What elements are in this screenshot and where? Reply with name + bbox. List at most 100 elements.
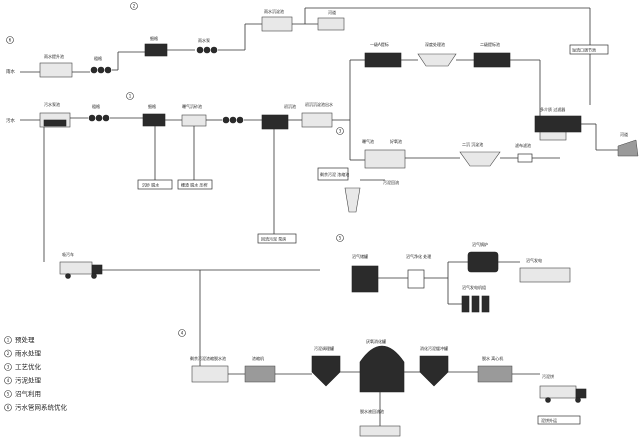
marker-5 <box>336 234 344 242</box>
legend-text: 污水管网系统优化 <box>15 403 68 412</box>
sewage-coarse-screen <box>88 114 110 122</box>
grit-label: 曝气沉砂池 <box>182 103 202 109</box>
dewater-label: 脱水 离心机 <box>482 355 503 361</box>
dewater-centrifuge <box>477 365 513 383</box>
sludge-digestion: 4 剩余污泥浓缩脱水池 浓缩机 污泥调理罐 厌氧消化罐 消化污泥缓冲罐 脱水 离… <box>178 270 587 437</box>
power-label: 沼气发电 <box>526 257 542 263</box>
legend-text: 沼气利用 <box>15 389 41 398</box>
outfall-label: 河道 <box>620 131 628 137</box>
filter-label: 滤布滤池 <box>515 142 531 148</box>
anaerobic-label: 一级A提标 <box>370 41 389 47</box>
river-top <box>317 17 345 31</box>
svg-text:3: 3 <box>339 129 342 134</box>
sand-output-label: 沉砂 脱水 <box>142 182 159 188</box>
membrane-label: 多介质 过滤器 <box>540 106 565 112</box>
bottom-tank-label: 脱水液回流池 <box>360 408 384 414</box>
legend-number: 5 <box>7 392 10 397</box>
rain-intake-label: 雨水提升池 <box>44 53 64 59</box>
legend-number: 4 <box>7 378 10 383</box>
anaerobic-tank <box>364 52 402 68</box>
overflow-box <box>569 44 609 55</box>
marker-1 <box>126 92 134 100</box>
sewage-fine-label: 细格 <box>148 103 156 109</box>
sewage-coarse-label: 粗格 <box>92 103 100 109</box>
primary-outflow-label: 初沉沉淀池出水 <box>305 101 333 107</box>
sludge-pump-room <box>257 233 297 244</box>
secondary-label: 二级提标池 <box>480 41 500 47</box>
rain-coarse-screen <box>90 66 112 74</box>
primary-label: 初沉池 <box>284 103 296 109</box>
rain-inlet-label: 雨水 <box>6 68 15 75</box>
legend-marker <box>4 363 12 371</box>
aerobic-label: 好氧池 <box>390 138 402 144</box>
mech-dewater <box>244 365 276 383</box>
return-label: 污泥回流 <box>383 179 399 185</box>
digester-pre <box>311 355 341 387</box>
primary-settler <box>261 114 289 130</box>
grit-chamber <box>181 114 207 127</box>
rain-coarse-label: 粗格 <box>94 55 102 61</box>
legend-marker <box>4 403 12 412</box>
biogas-section: 5 沼气储罐 沼气净化 处理 沼气锅炉 沼气发电 沼气发电机组 <box>336 234 571 313</box>
marker-3 <box>336 127 344 135</box>
biogas-power <box>519 267 571 283</box>
anoxic-tank <box>417 53 457 67</box>
digester-pre-label: 污泥调理罐 <box>314 345 334 351</box>
rain-settle-label: 雨水沉淀池 <box>264 8 284 14</box>
sewage-pump <box>222 116 244 124</box>
sewage-inlet-label: 污水 <box>6 117 15 124</box>
digester-label: 厌氧消化罐 <box>366 338 386 344</box>
rain-settle-tank <box>261 16 293 32</box>
rain-pump-label: 雨水泵 <box>198 37 210 43</box>
sludge-conc-tank <box>191 365 229 383</box>
cake-disposal-label: 泥饼外运 <box>541 417 557 423</box>
rain-pump <box>196 46 218 54</box>
cake-disposal <box>537 415 581 425</box>
biogas-purify-label: 沼气净化 处理 <box>406 253 431 259</box>
primary-outflow <box>301 112 333 128</box>
legend-marker <box>4 336 12 344</box>
legend-marker <box>4 390 12 398</box>
marker-4 <box>178 329 186 337</box>
svg-text:1: 1 <box>129 94 132 99</box>
sludge-conc-label: 剩余污泥浓缩脱水池 <box>190 355 226 361</box>
sludge-output <box>177 179 213 190</box>
sewage-line: 污水 污水泵池 粗格 1 细格 曝气沉砂池 初沉池 初沉沉淀池出水 3 <box>6 41 639 190</box>
aeration-tank <box>364 149 406 169</box>
boiler-label: 沼气锅炉 <box>472 241 488 247</box>
biogas-storage-label: 沼气储罐 <box>352 253 368 259</box>
marker-label: 6 <box>9 38 12 43</box>
anoxic-label: 深度处理池 <box>425 41 445 47</box>
legend-text: 预处理 <box>15 335 35 344</box>
legend-number: 2 <box>7 351 10 356</box>
svg-text:5: 5 <box>339 236 342 241</box>
thickener-cone <box>344 187 361 213</box>
svg-text:2: 2 <box>133 4 136 9</box>
sludge-middle: 回流污泥 泵房 剩余污泥 浓缩池 污泥回流 吸污车 <box>43 127 399 279</box>
engine-label: 沼气发电机组 <box>462 284 486 290</box>
legend-marker <box>4 349 12 358</box>
bottom-tank <box>359 425 401 437</box>
sand-output <box>137 179 173 190</box>
membrane-module <box>534 115 582 133</box>
legend-number: 6 <box>7 405 10 410</box>
legend-text: 污泥处理 <box>15 376 42 385</box>
biogas-storage <box>351 265 379 293</box>
aeration-label: 曝气池 <box>362 138 374 144</box>
sludge-thickener <box>317 167 349 181</box>
rain-fine-label: 细格 <box>150 35 158 41</box>
mech-label: 浓缩机 <box>252 355 264 361</box>
sewage-fine-screen <box>142 113 166 127</box>
svg-text:4: 4 <box>181 331 184 336</box>
sludge-pump-label: 回流污泥 泵房 <box>261 236 286 242</box>
truck-label: 吸污车 <box>62 251 74 257</box>
biogas-purifier <box>407 269 425 289</box>
secondary-clarifier <box>459 151 501 167</box>
legend-marker <box>4 376 12 385</box>
legend-number: 1 <box>7 338 10 343</box>
marker-1-top <box>6 36 14 44</box>
legend-number: 3 <box>7 365 10 370</box>
rain-intake-tank <box>39 62 73 78</box>
